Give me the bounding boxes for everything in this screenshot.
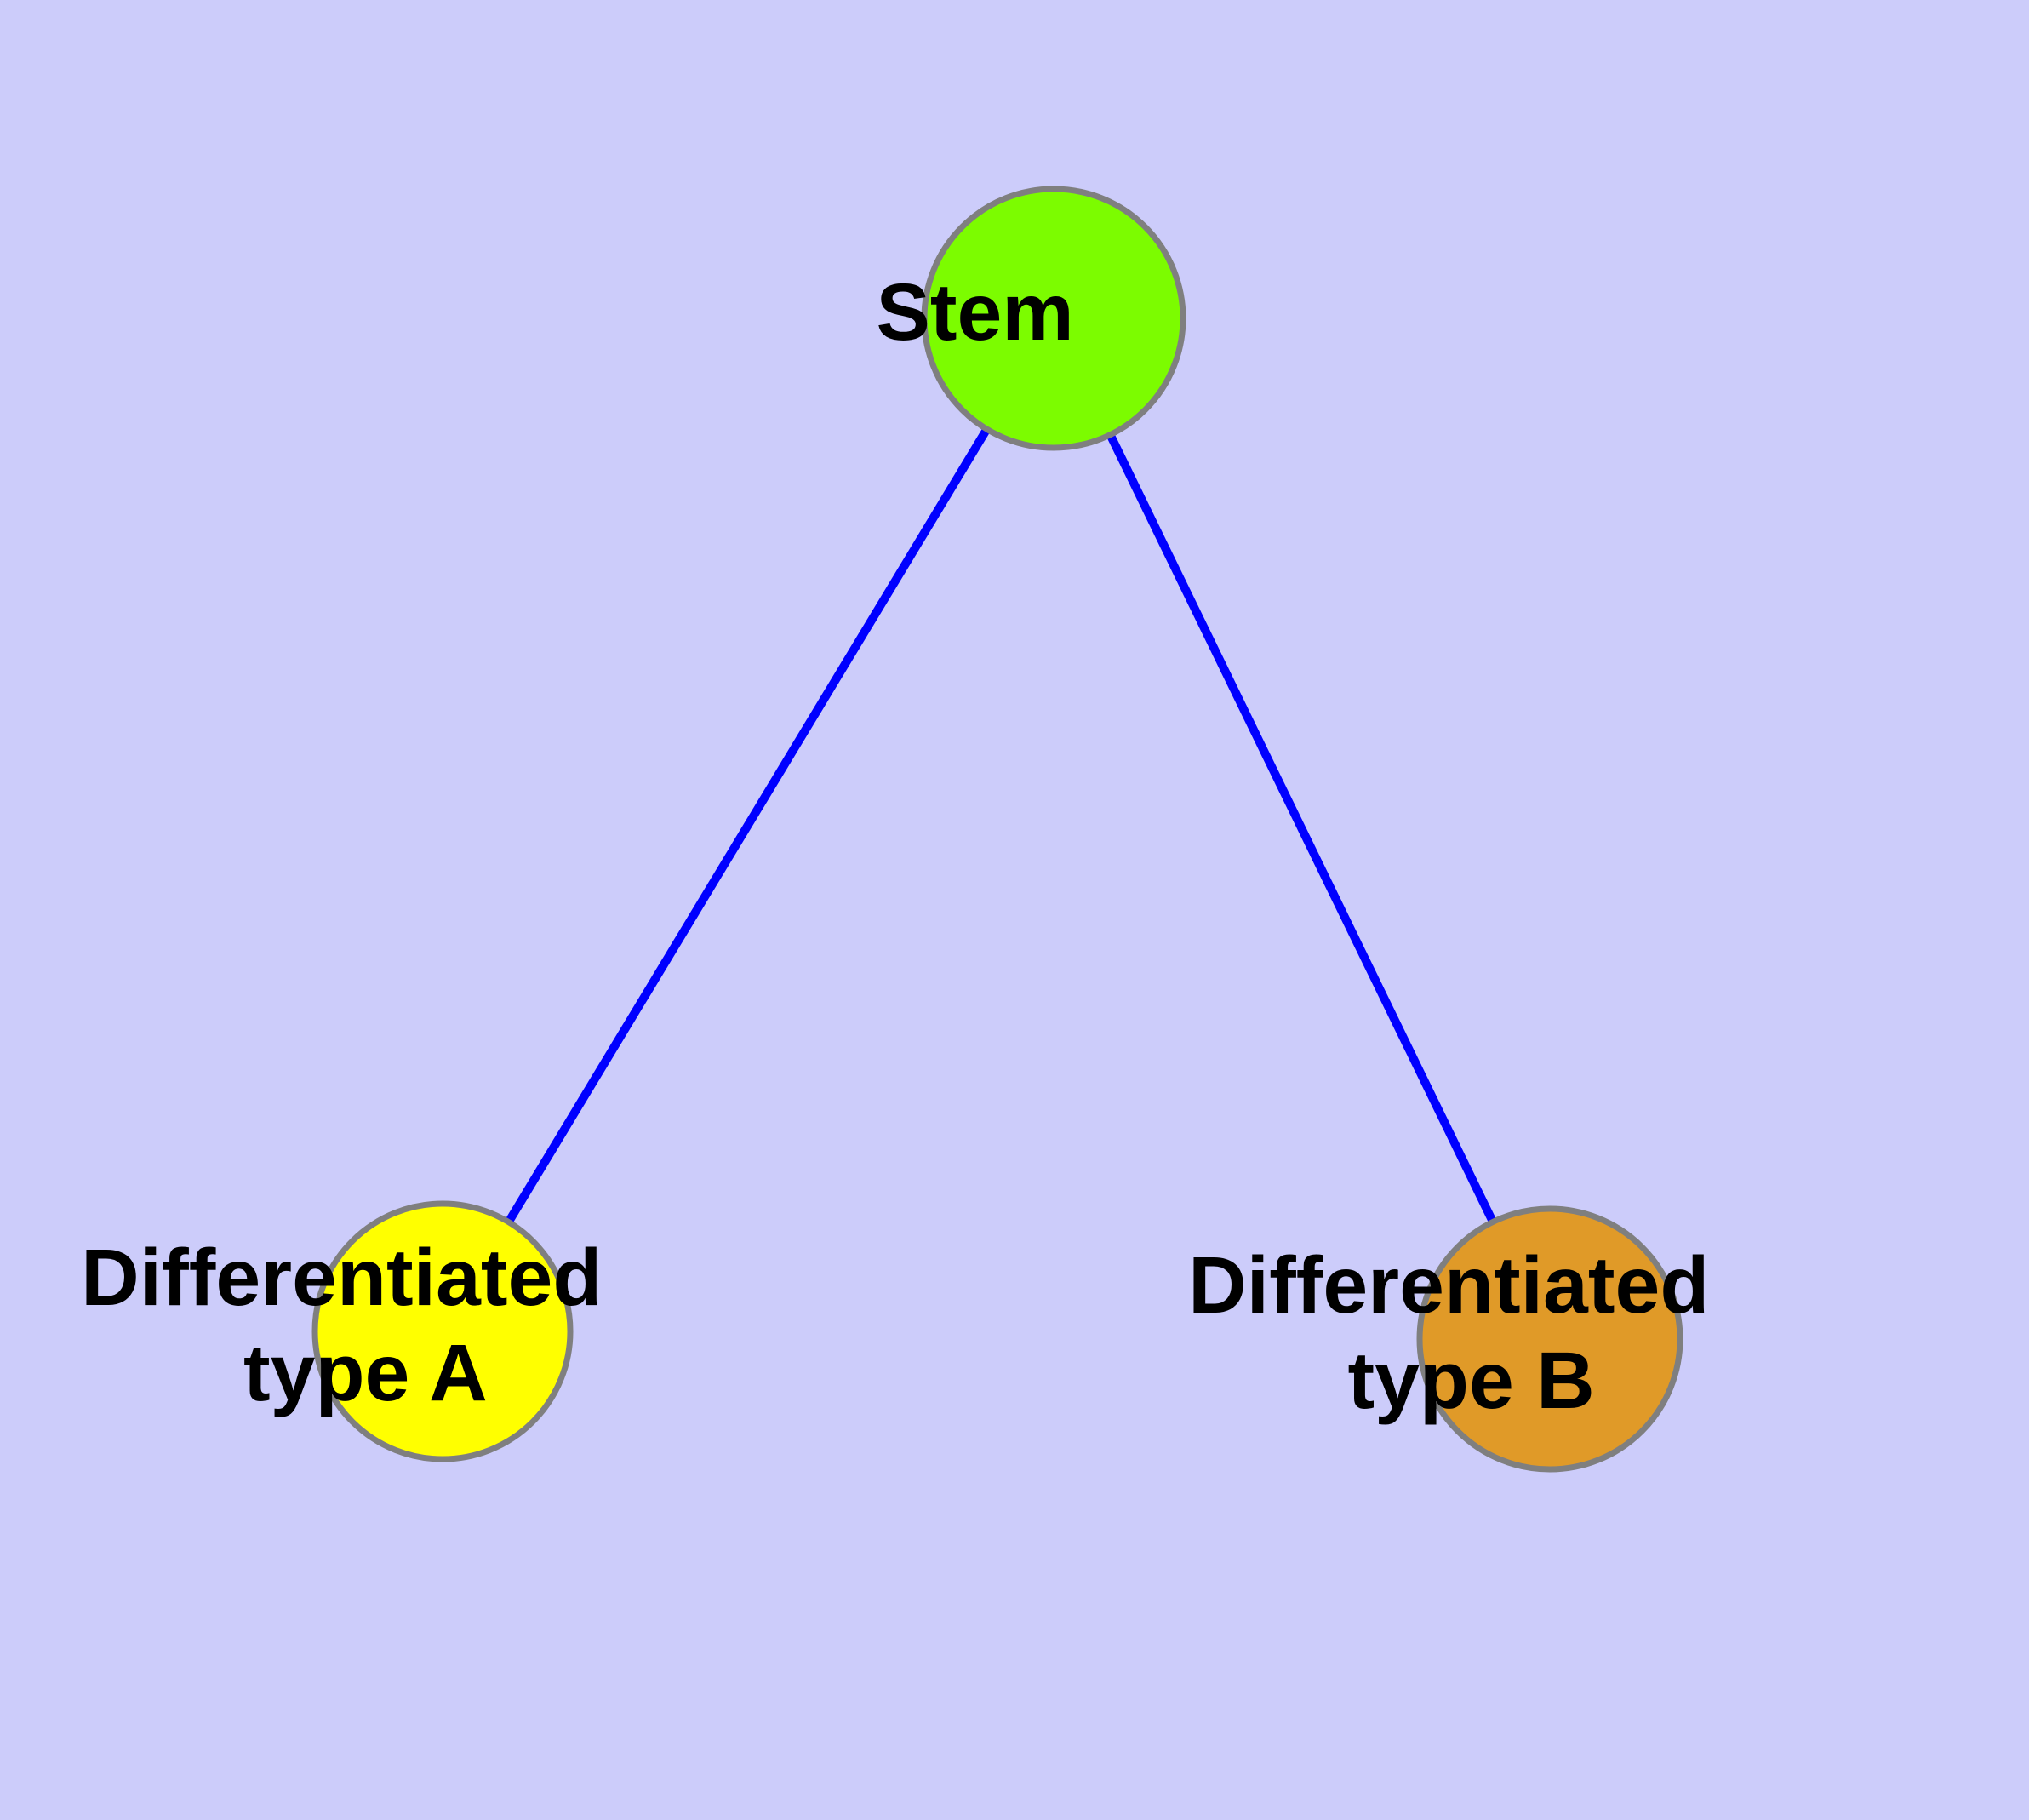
node-layer: [311, 186, 1683, 1473]
node-differentiated-type-a-circle[interactable]: [311, 1200, 574, 1462]
node-stem-label-line-1: Stem: [876, 267, 1073, 358]
node-differentiated-type-b-label-line-2: type B: [1347, 1336, 1594, 1426]
node-differentiated-type-a-label-line-1: Differentiated: [81, 1233, 602, 1323]
node-differentiated-type-b-label-line-1: Differentiated: [1188, 1240, 1709, 1331]
node-differentiated-type-b-label: Differentiated type B: [1188, 1240, 1912, 1426]
edge-stem-to-differentiated-type-a[interactable]: [438, 316, 1058, 1334]
edge-layer: [438, 316, 1554, 1342]
node-stem-circle[interactable]: [921, 186, 1186, 451]
node-stem-label: Stem: [876, 267, 1231, 358]
label-layer: Stem Differentiated type A Differentiate…: [81, 267, 1912, 1426]
node-differentiated-type-a-label-line-2: type A: [243, 1328, 486, 1418]
node-differentiated-type-b-circle[interactable]: [1416, 1205, 1683, 1473]
edge-stem-to-differentiated-type-b[interactable]: [1049, 316, 1554, 1342]
node-differentiated-type-a-label: Differentiated type A: [81, 1233, 804, 1418]
